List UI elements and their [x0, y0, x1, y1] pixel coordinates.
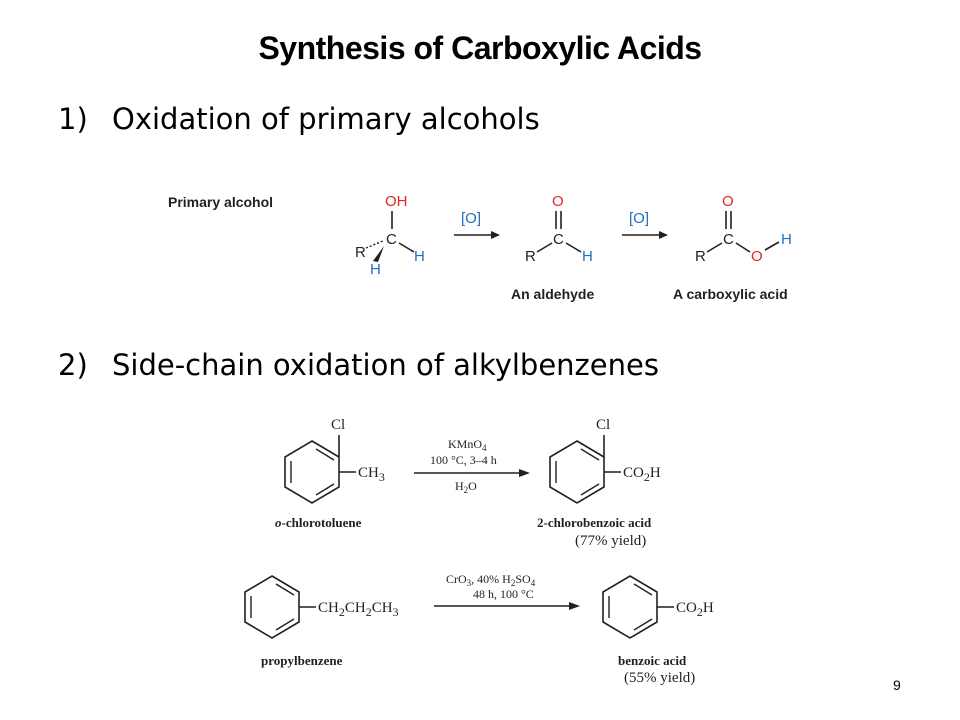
chlorine-substituent: Cl: [596, 417, 610, 433]
carboxyl-substituent: CO2H: [623, 465, 661, 484]
list-item-text: Oxidation of primary alcohols: [112, 102, 540, 136]
r-group-label: R: [525, 248, 536, 265]
chlorobenzoic-acid-structure: Cl CO2H: [549, 417, 661, 504]
list-item-side-chain-oxidation: 2) Side-chain oxidation of alkylbenzenes: [58, 348, 659, 382]
oxidation-arrow-label: [O]: [461, 210, 481, 227]
propylbenzene-label: propylbenzene: [261, 653, 343, 668]
hydrogen-atom-label: H: [582, 248, 593, 265]
slide-title: Synthesis of Carboxylic Acids: [258, 30, 702, 66]
list-item-text: Side-chain oxidation of alkylbenzenes: [112, 348, 659, 382]
carboxylic-acid-structure: O C R O H: [695, 193, 792, 265]
chlorobenzoic-acid-label: 2-chlorobenzoic acid: [537, 515, 652, 530]
reagent-line-1: KMnO4: [448, 437, 487, 453]
propylbenzene-structure: CH2CH2CH3: [244, 575, 399, 639]
reagent-line-1: CrO3, 40% H2SO4: [446, 572, 536, 588]
r-group-label: R: [355, 244, 366, 261]
hydrogen-atom-label: H: [370, 261, 381, 278]
list-item-number: 2): [58, 348, 88, 382]
list-item-oxidation-alcohols: 1) Oxidation of primary alcohols: [58, 102, 540, 136]
aldehyde-label: An aldehyde: [511, 286, 594, 302]
carbon-atom-label: C: [386, 231, 397, 248]
benzoic-acid-label: benzoic acid: [618, 653, 687, 668]
yield-label: (77% yield): [575, 533, 646, 549]
carbon-atom-label: C: [723, 231, 734, 248]
yield-label: (55% yield): [624, 670, 695, 686]
reagent-line-3: H2O: [455, 479, 477, 495]
carbon-atom-label: C: [553, 231, 564, 248]
r-group-label: R: [695, 248, 706, 265]
oxidation-arrow-label: [O]: [629, 210, 649, 227]
reagent-line-2: 100 °C, 3–4 h: [430, 453, 497, 467]
propyl-substituent: CH2CH2CH3: [318, 600, 399, 619]
oxygen-atom-label: O: [751, 248, 763, 265]
aldehyde-structure: O C R H: [525, 193, 593, 265]
reagent-line-2: 48 h, 100 °C: [473, 587, 534, 601]
oxygen-atom-label: O: [552, 193, 564, 210]
page-number: 9: [893, 677, 901, 693]
primary-alcohol-structure: OH C R H H: [355, 193, 425, 278]
carboxylic-acid-label: A carboxylic acid: [673, 286, 788, 302]
carboxyl-substituent: CO2H: [676, 600, 714, 619]
hydroxyl-atom-label: OH: [385, 193, 408, 210]
o-chlorotoluene-structure: Cl CH3: [284, 417, 385, 504]
methyl-substituent: CH3: [358, 465, 385, 484]
primary-alcohol-label: Primary alcohol: [168, 194, 273, 210]
hydrogen-atom-label: H: [781, 231, 792, 248]
hydrogen-atom-label: H: [414, 248, 425, 265]
list-item-number: 1): [58, 102, 88, 136]
oxygen-atom-label: O: [722, 193, 734, 210]
benzoic-acid-structure: CO2H: [602, 575, 714, 639]
chlorine-substituent: Cl: [331, 417, 345, 433]
o-chlorotoluene-label: o-chlorotoluene: [275, 515, 362, 530]
